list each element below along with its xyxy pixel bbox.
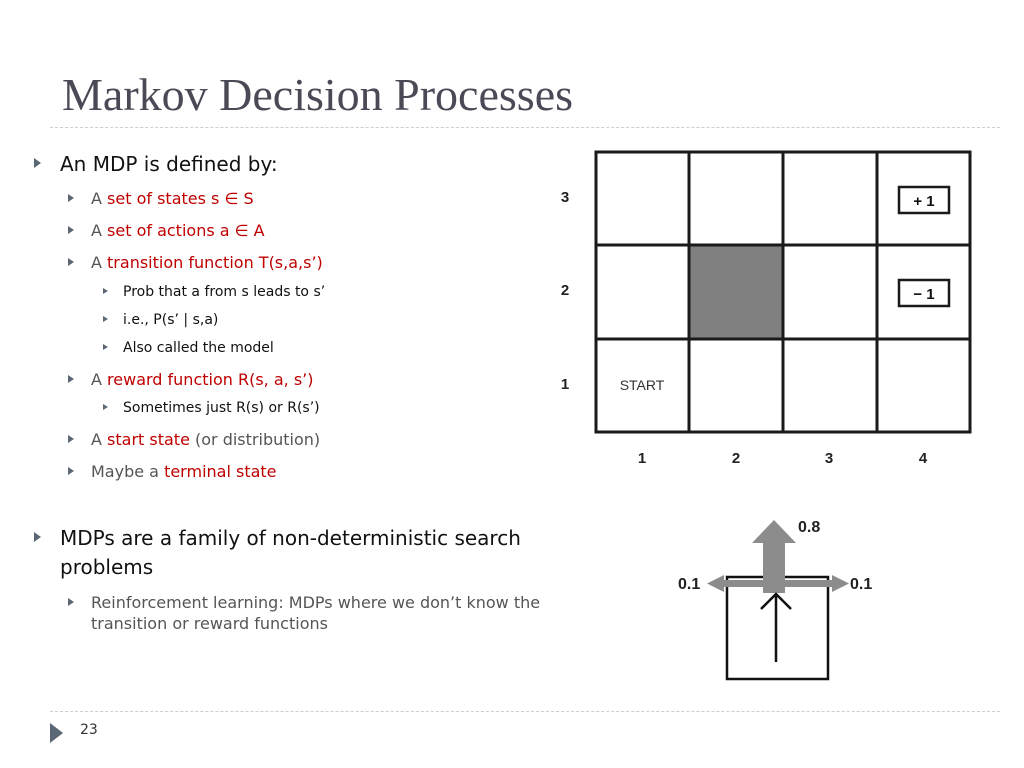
- bullet-arrow-icon: [68, 226, 74, 234]
- row-label-1: 1: [561, 376, 569, 393]
- grid-lines: [594, 150, 972, 434]
- bullet-family: MDPs are a family of non-deterministic s…: [34, 524, 534, 582]
- bullet-text: A transition function T(s,a,s’): [91, 253, 323, 272]
- row-label-3: 3: [561, 189, 569, 206]
- bullet-text: Also called the model: [123, 340, 274, 356]
- bullet-text: MDPs are a family of non-deterministic s…: [60, 526, 521, 579]
- page-number: 23: [80, 722, 98, 738]
- col-label-3: 3: [825, 450, 833, 467]
- bullet-sometimes: Sometimes just R(s) or R(s’): [103, 399, 320, 418]
- bullet-text: Prob that a from s leads to s’: [123, 284, 326, 300]
- gridworld-diagram: 3 2 1 1 2 3 4 + 1 − 1 START: [561, 150, 972, 467]
- bullet-ie: i.e., P(s’ | s,a): [103, 311, 218, 330]
- slide-title: Markov Decision Processes: [62, 69, 574, 120]
- bullet-arrow-icon: [34, 532, 41, 542]
- row-label-2: 2: [561, 282, 569, 299]
- footer-divider: [50, 711, 1000, 712]
- wall-cell: [689, 245, 783, 339]
- bullet-text: Sometimes just R(s) or R(s’): [123, 400, 320, 416]
- bullet-model: Also called the model: [103, 339, 274, 358]
- col-label-2: 2: [732, 450, 740, 467]
- col-label-1: 1: [638, 450, 646, 467]
- bullet-reward: A reward function R(s, a, s’): [68, 369, 313, 390]
- bullet-states: A set of states s ∈ S: [68, 188, 254, 209]
- bullet-arrow-icon: [68, 258, 74, 266]
- bullet-text: Maybe a terminal state: [91, 462, 277, 481]
- col-label-4: 4: [919, 450, 928, 467]
- bullet-text: A start state (or distribution): [91, 430, 321, 449]
- left-prob-label: 0.1: [678, 576, 700, 593]
- bullet-text: An MDP is defined by:: [60, 152, 278, 176]
- start-cell-label: START: [620, 377, 665, 393]
- bullet-arrow-icon: [103, 344, 108, 350]
- title-divider: [50, 127, 1000, 128]
- bullet-reinforcement: Reinforcement learning: MDPs where we do…: [68, 592, 548, 634]
- bullet-text: Reinforcement learning: MDPs where we do…: [91, 593, 541, 633]
- forward-prob-label: 0.8: [798, 519, 820, 536]
- bullet-arrow-icon: [103, 316, 108, 322]
- plus-reward-box: [897, 185, 951, 215]
- bullet-text: A set of actions a ∈ A: [91, 221, 265, 240]
- bullet-mdp-defined: An MDP is defined by:: [34, 150, 278, 179]
- bullet-arrow-icon: [68, 194, 74, 202]
- bullet-arrow-icon: [103, 404, 108, 410]
- bullet-terminal: Maybe a terminal state: [68, 461, 277, 482]
- bullet-arrow-icon: [68, 375, 74, 383]
- intended-action-icon: [760, 592, 792, 662]
- minus-reward-box: [897, 278, 951, 308]
- bullet-text: A set of states s ∈ S: [91, 189, 254, 208]
- plus-reward-label: + 1: [913, 193, 934, 210]
- bullet-transition: A transition function T(s,a,s’): [68, 252, 323, 273]
- forward-arrow-icon: [752, 520, 796, 593]
- bullet-text: i.e., P(s’ | s,a): [123, 312, 219, 328]
- footer-arrow-icon: [50, 723, 63, 743]
- right-prob-label: 0.1: [850, 576, 872, 593]
- bullet-arrow-icon: [68, 598, 74, 606]
- bullet-start-state: A start state (or distribution): [68, 429, 320, 450]
- bullet-arrow-icon: [68, 435, 74, 443]
- bullet-arrow-icon: [68, 467, 74, 475]
- bullet-arrow-icon: [34, 158, 41, 168]
- transition-diagram: 0.8 0.1 0.1: [678, 519, 872, 681]
- bullet-text: A reward function R(s, a, s’): [91, 370, 314, 389]
- minus-reward-label: − 1: [913, 286, 934, 303]
- bullet-arrow-icon: [103, 288, 108, 294]
- bullet-prob: Prob that a from s leads to s’: [103, 283, 325, 302]
- bullet-actions: A set of actions a ∈ A: [68, 220, 265, 241]
